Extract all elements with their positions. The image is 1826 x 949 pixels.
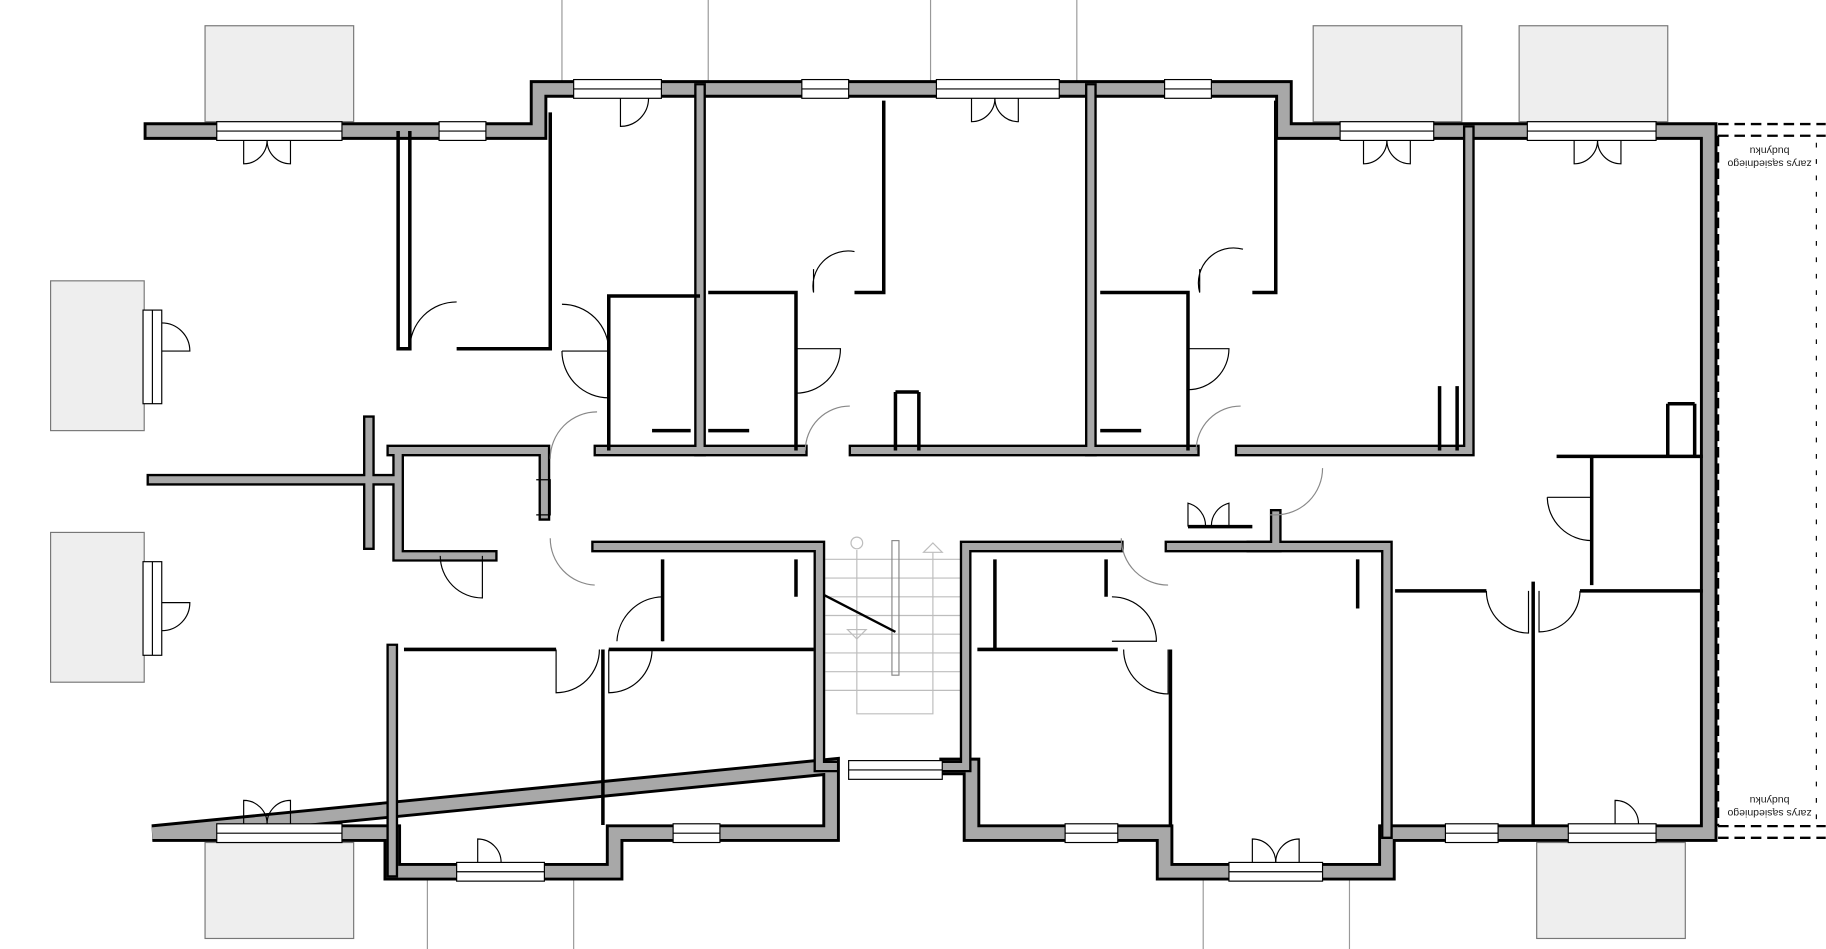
- adjacent-building-label-top: zarys sąsiedniego budynku: [1727, 144, 1811, 169]
- partition-walls: [396, 100, 1703, 825]
- window-glazing-lines: [151, 88, 1657, 873]
- interior-walls: [152, 89, 1468, 872]
- balcony-facade-lines: [426, 0, 1351, 949]
- svg-text:zarys sąsiedniego: zarys sąsiedniego: [1727, 157, 1811, 169]
- door-swings: [161, 98, 1640, 863]
- balconies: [50, 25, 1686, 940]
- svg-text:budynku: budynku: [1750, 794, 1790, 806]
- adjacent-building-label-bottom: zarys sąsiedniego budynku: [1727, 794, 1811, 819]
- adjacent-building-outline: [1716, 122, 1826, 840]
- svg-text:budynku: budynku: [1750, 144, 1790, 156]
- staircase: [822, 536, 963, 715]
- svg-text:zarys sąsiedniego: zarys sąsiedniego: [1727, 807, 1811, 819]
